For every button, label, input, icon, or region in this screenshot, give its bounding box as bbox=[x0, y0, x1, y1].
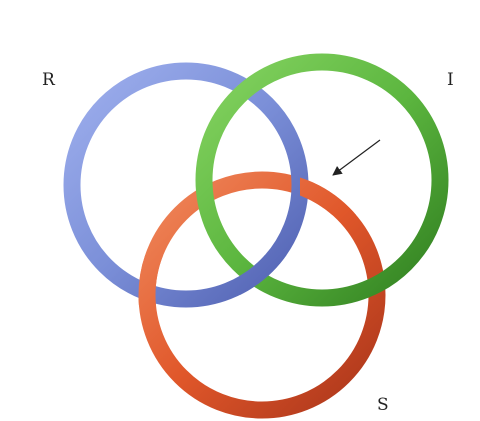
ring-label-i: I bbox=[447, 70, 454, 90]
ring-label-r: R bbox=[42, 70, 55, 90]
ring-i bbox=[195, 53, 449, 307]
crossing-s-over-r bbox=[138, 255, 164, 305]
pointer-arrow bbox=[332, 139, 381, 176]
ring-label-s: S bbox=[377, 395, 389, 415]
